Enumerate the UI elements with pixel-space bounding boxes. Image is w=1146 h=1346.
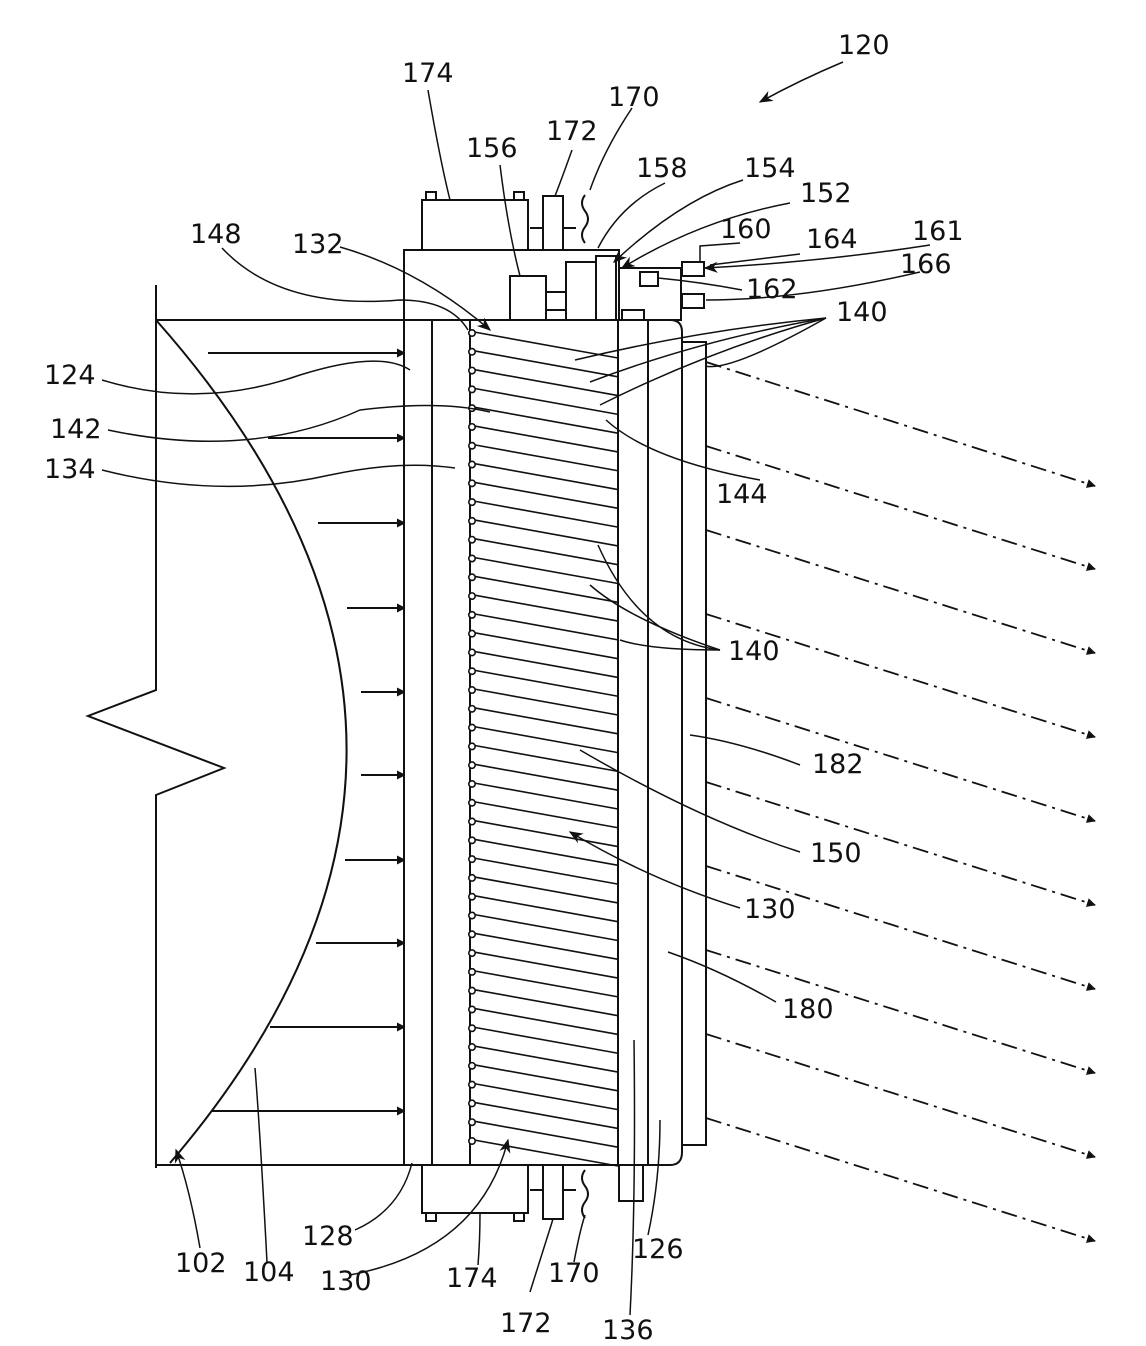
label-158: 158: [636, 153, 688, 184]
tube-circle: [469, 499, 475, 505]
tube-circle: [469, 743, 475, 749]
flow-arrows: [208, 353, 405, 1111]
flow-profile: [88, 285, 405, 1168]
label-174-top: 174: [402, 58, 454, 89]
label-132: 132: [292, 229, 344, 260]
label-180: 180: [782, 994, 834, 1025]
label-160: 160: [720, 214, 772, 245]
tube-circle: [469, 706, 475, 712]
tube-circle: [469, 367, 475, 373]
housing: [404, 250, 706, 1201]
tube-circle: [469, 330, 475, 336]
label-172-top: 172: [546, 116, 598, 147]
tube-circle: [469, 950, 475, 956]
valve-172-top: [543, 196, 563, 250]
wire-170-bottom: [582, 1170, 588, 1218]
label-170-top: 170: [608, 82, 660, 113]
tube-circle: [469, 443, 475, 449]
label-156: 156: [466, 133, 518, 164]
tube-circle: [469, 912, 475, 918]
label-124: 124: [44, 360, 96, 391]
velocity-profile-curve: [156, 320, 347, 1163]
label-150: 150: [810, 838, 862, 869]
label-152: 152: [800, 178, 852, 209]
tube-circle: [469, 555, 475, 561]
tube-circle: [469, 386, 475, 392]
label-128: 128: [302, 1221, 354, 1252]
tube-circle: [469, 687, 475, 693]
tube-circle: [469, 1006, 475, 1012]
tube-circle: [469, 856, 475, 862]
label-130-mid: 130: [744, 894, 796, 925]
tube-circle: [469, 480, 475, 486]
label-126: 126: [632, 1234, 684, 1265]
label-142: 142: [50, 414, 102, 445]
label-148: 148: [190, 219, 242, 250]
label-104: 104: [243, 1257, 295, 1288]
sensor-162: [640, 272, 658, 286]
top-tab: [622, 310, 644, 320]
tube-circle: [469, 1081, 475, 1087]
label-174-bottom: 174: [446, 1263, 498, 1294]
tube-circle: [469, 649, 475, 655]
tube-circle: [469, 837, 475, 843]
tube-circle: [469, 349, 475, 355]
label-102: 102: [175, 1248, 227, 1279]
tube-circle: [469, 630, 475, 636]
wire-170-top: [582, 195, 588, 243]
break-line: [88, 285, 224, 1168]
label-182: 182: [812, 749, 864, 780]
tube-circle: [469, 1063, 475, 1069]
label-136: 136: [602, 1315, 654, 1346]
tube-circle: [469, 1025, 475, 1031]
label-161: 161: [912, 216, 964, 247]
label-154: 154: [744, 153, 796, 184]
label-140-top: 140: [836, 297, 888, 328]
label-144: 144: [716, 479, 768, 510]
label-130-bottom: 130: [320, 1266, 372, 1297]
tube-circle: [469, 1119, 475, 1125]
tube-circle: [469, 762, 475, 768]
tube-circle: [469, 781, 475, 787]
label-140-mid: 140: [728, 636, 780, 667]
label-120: 120: [838, 30, 890, 61]
label-162: 162: [746, 274, 798, 305]
bottom-tab: [619, 1165, 643, 1201]
tube-circle: [469, 612, 475, 618]
tube-circle: [469, 818, 475, 824]
component-154: [596, 256, 616, 320]
tube-circle: [469, 969, 475, 975]
tube-circle: [469, 593, 475, 599]
tube-circle: [469, 800, 475, 806]
tube-circle: [469, 424, 475, 430]
tube-circle: [469, 518, 475, 524]
tube-circle: [469, 1138, 475, 1144]
label-170-bottom: 170: [548, 1258, 600, 1289]
component-156: [510, 276, 546, 320]
tube-circle: [469, 875, 475, 881]
tube-circle: [469, 1044, 475, 1050]
tube-circle: [469, 987, 475, 993]
tube-circle: [469, 1100, 475, 1106]
tube-circle: [469, 931, 475, 937]
tube-circle: [469, 536, 475, 542]
component-158: [566, 262, 596, 320]
tube-circle: [469, 668, 475, 674]
tube-circle: [469, 724, 475, 730]
tube-circle: [469, 461, 475, 467]
label-166: 166: [900, 249, 952, 280]
connector-166: [682, 294, 704, 308]
label-172-bottom: 172: [500, 1308, 552, 1339]
pump-174-bottom: [422, 1165, 528, 1213]
valve-172-bottom: [543, 1165, 563, 1219]
tube-circle: [469, 894, 475, 900]
outer-body: [404, 320, 682, 1165]
tube-circle: [469, 574, 475, 580]
bottom-components: [422, 1165, 588, 1221]
label-164: 164: [806, 224, 858, 255]
connector-164: [682, 262, 704, 276]
label-134: 134: [44, 454, 96, 485]
